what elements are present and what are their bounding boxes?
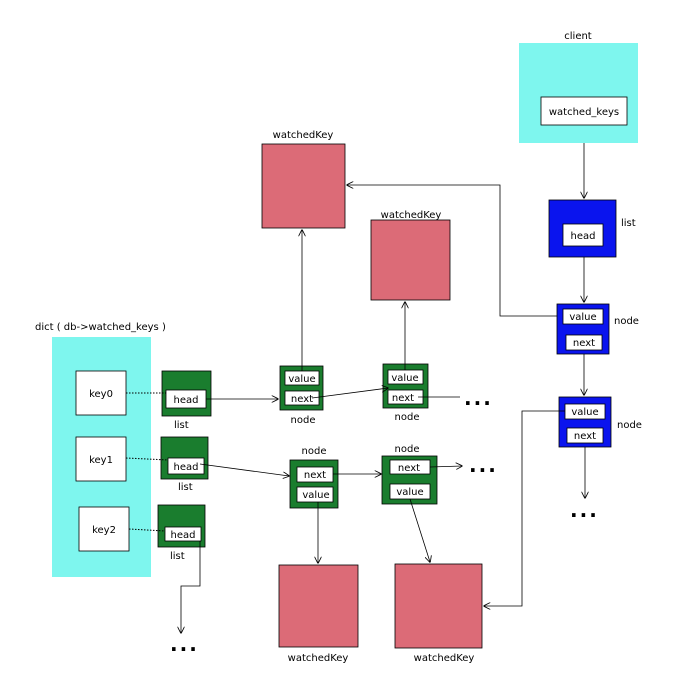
node-b-value-label: value xyxy=(391,373,418,384)
node-b-value-field xyxy=(387,369,424,385)
node-b: value next node xyxy=(382,363,429,423)
client-node-1-value-label: value xyxy=(569,312,596,323)
node-b-next-label: next xyxy=(392,393,414,404)
node-a-next-field xyxy=(284,390,320,406)
dict: dict ( db->watched_keys ) key0 key1 key2 xyxy=(35,322,166,577)
dict-list-0-label: list xyxy=(174,420,189,431)
node-c-value-label: value xyxy=(302,490,329,501)
node-c-next-field xyxy=(296,466,334,483)
node-c-next-label: next xyxy=(304,470,326,481)
client-box xyxy=(519,43,638,143)
client-list-head-label: head xyxy=(571,231,596,242)
watched-key-3-label: watchedKey xyxy=(288,653,349,664)
node-a-next-label: next xyxy=(291,394,313,405)
node-d-next-label: next xyxy=(398,463,420,474)
client-list-head-field xyxy=(562,223,604,247)
dict-list-1-head-field xyxy=(167,457,205,475)
node-b-ellipsis: ... xyxy=(464,386,493,410)
client-node-1: value next node xyxy=(556,303,639,355)
node-d-ellipsis: ... xyxy=(469,453,498,477)
list2-to-ellipsis xyxy=(181,541,201,633)
dict-key2-label: key2 xyxy=(92,525,116,536)
client-node-2-next-field xyxy=(566,427,604,444)
client-node-2: value next node xyxy=(558,396,642,448)
dict-list-2-head-label: head xyxy=(171,530,196,541)
node-d: node next value xyxy=(381,444,438,505)
node-d-to-ellipsis xyxy=(429,466,462,467)
dict-key1-box xyxy=(75,436,127,482)
client-label: client xyxy=(564,31,592,42)
watched-key-4-label: watchedKey xyxy=(414,653,475,664)
watched-key-2: watchedKey xyxy=(370,210,451,301)
watched-key-1: watchedKey xyxy=(261,130,346,229)
dict-list-2-ellipsis: ... xyxy=(170,632,199,656)
dict-list-2-head-field xyxy=(164,526,202,542)
dict-list-2-label: list xyxy=(170,551,185,562)
client-node-2-label: node xyxy=(617,420,642,431)
client-node-1-label: node xyxy=(614,316,639,327)
node-c: node next value xyxy=(289,446,339,509)
client-node-2-value-label: value xyxy=(571,407,598,418)
node-a-value-label: value xyxy=(288,374,315,385)
dict-list-2: head list xyxy=(157,504,206,562)
dict-key0-label: key0 xyxy=(89,389,113,400)
watched-key-1-box xyxy=(261,143,346,229)
client-watched-keys-label: watched_keys xyxy=(549,107,619,118)
client-nodes-ellipsis: ... xyxy=(570,498,599,522)
node-a-to-node-b xyxy=(311,388,388,399)
watched-key-1-label: watchedKey xyxy=(273,130,334,141)
node-c-value-field xyxy=(296,486,334,503)
node-d-label: node xyxy=(395,444,420,455)
list1-to-node-c xyxy=(199,463,289,476)
client-node-1-value-field xyxy=(562,308,604,325)
dict-label: dict ( db->watched_keys ) xyxy=(35,322,166,333)
client-list: head list xyxy=(548,199,636,258)
dict-list-0-head-label: head xyxy=(174,395,199,406)
dict-list-1: head list xyxy=(160,436,209,493)
node-c-label: node xyxy=(302,446,327,457)
watched-key-2-label: watchedKey xyxy=(381,210,442,221)
dict-key1-label: key1 xyxy=(89,455,113,466)
node-b-label: node xyxy=(395,412,420,423)
client: client watched_keys xyxy=(519,31,638,143)
node-d-value-label: value xyxy=(396,487,423,498)
node-a-label: node xyxy=(291,415,316,426)
node-d-to-watched-key-4 xyxy=(409,498,430,562)
dict-list-1-label: list xyxy=(178,482,193,493)
watched-key-3: watchedKey xyxy=(278,564,359,664)
watched-key-2-box xyxy=(370,219,451,301)
watched-key-4: watchedKey xyxy=(394,563,483,664)
key2-to-list2 xyxy=(128,528,166,532)
client-list-label: list xyxy=(621,218,636,229)
client-node-2-next-label: next xyxy=(574,431,596,442)
watched-key-3-box xyxy=(278,564,359,648)
key1-to-list1 xyxy=(125,457,169,461)
client-node-1-next-label: next xyxy=(573,338,595,349)
client-node-2-value-field xyxy=(564,403,606,420)
connectors xyxy=(125,143,585,633)
client-node-1-next-field xyxy=(565,334,603,351)
dict-list-0: head list xyxy=(161,370,212,431)
client-watched-keys-field xyxy=(540,96,628,126)
client-node-1-to-watched-key-1 xyxy=(347,185,557,317)
client-node-2-to-watched-key-4 xyxy=(484,410,565,606)
node-a: value next node xyxy=(279,365,324,426)
watched-key-4-box xyxy=(394,563,483,649)
dict-list-1-head-label: head xyxy=(174,462,199,473)
